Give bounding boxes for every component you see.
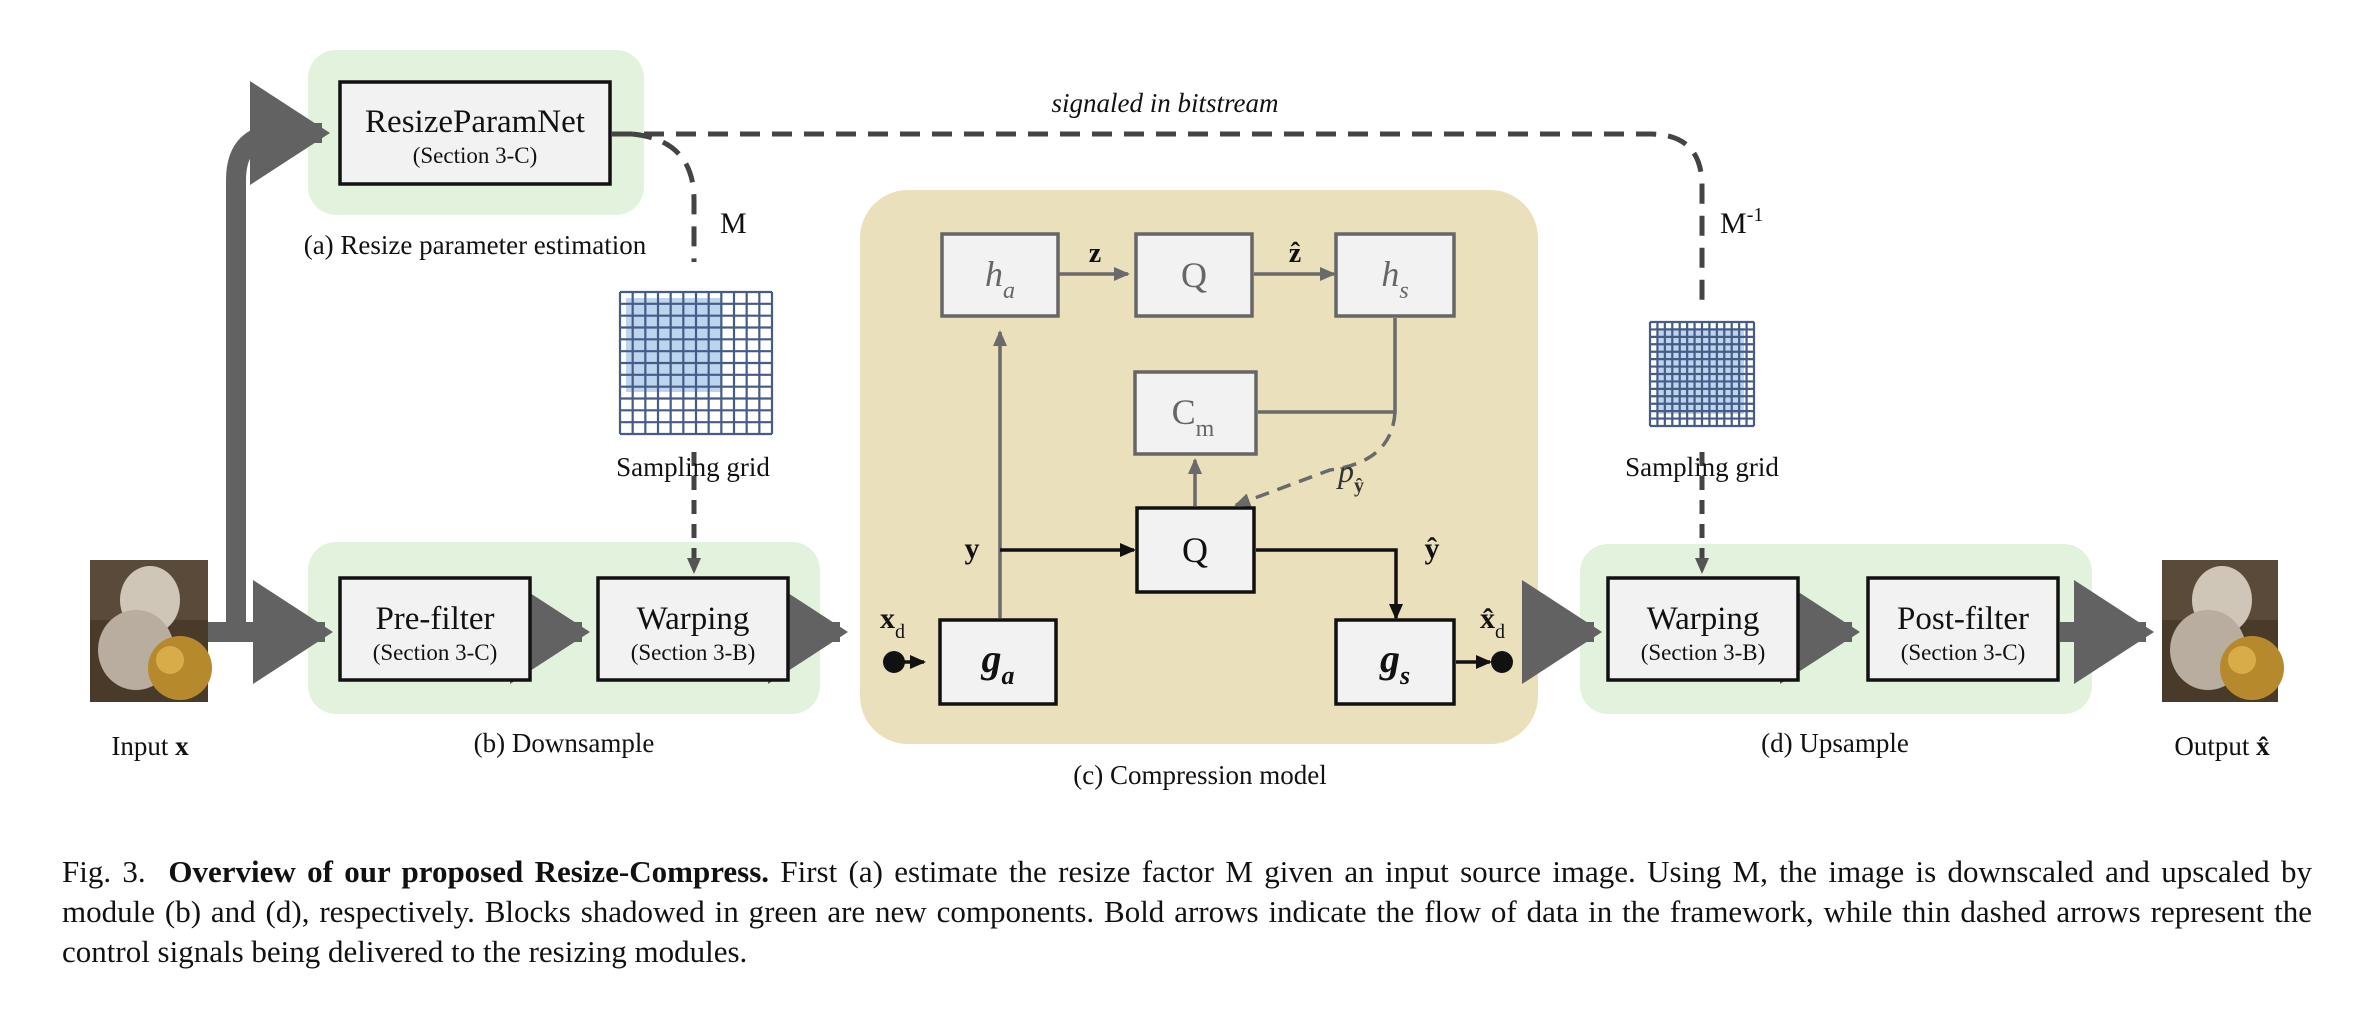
- q-top-block: Q: [1134, 232, 1254, 318]
- ga-label: ga: [981, 636, 1015, 690]
- postfilter-block: Post-filter (Section 3-C): [1866, 576, 2060, 682]
- resize-estimation-caption: (a) Resize parameter estimation: [304, 230, 647, 260]
- postfilter-title: Post-filter: [1897, 601, 2029, 637]
- diagram: ResizeParamNet (Section 3-C) Pre-filter …: [90, 50, 2284, 790]
- signal-bitstream-line: [612, 131, 1705, 310]
- thick-arrows: [208, 81, 2155, 684]
- ga-block: ga: [938, 618, 1058, 706]
- compression-gray-connectors: [993, 267, 1397, 618]
- arrow-input-to-resizeparamnet: [226, 81, 331, 632]
- gs-block: gs: [1334, 618, 1456, 706]
- caption-text: First (a) estimate the resize factor M g…: [62, 854, 2313, 969]
- prefilter-sub: (Section 3-C): [373, 640, 498, 665]
- xd-dot: [883, 651, 905, 673]
- warping-up-block: Warping (Section 3-B): [1606, 576, 1800, 682]
- hs-block: hs: [1334, 232, 1456, 318]
- output-image: [2162, 560, 2284, 702]
- signal-m-line: [631, 131, 697, 262]
- m-label: M: [720, 207, 747, 240]
- upsample-caption: (d) Upsample: [1761, 728, 1909, 758]
- xd-label: xd: [880, 602, 905, 643]
- sampling-grid-left: [618, 290, 774, 436]
- input-label: Input x: [111, 731, 189, 761]
- downsample-caption: (b) Downsample: [474, 728, 655, 758]
- dashed-signals: [612, 131, 1709, 574]
- caption-fig-number: Fig. 3.: [62, 854, 146, 889]
- resizeparamnet-block: ResizeParamNet (Section 3-C): [338, 80, 612, 186]
- xhatd-dot: [1491, 651, 1513, 673]
- y-label: y: [965, 532, 980, 565]
- z-label: z: [1089, 238, 1101, 269]
- q-top-label: Q: [1181, 255, 1207, 295]
- xhatd-label: x̂d: [1480, 602, 1505, 643]
- q-mid-block: Q: [1135, 506, 1256, 594]
- input-image: [90, 560, 212, 702]
- minv-label: M-1: [1720, 204, 1763, 240]
- postfilter-sub: (Section 3-C): [1901, 640, 2026, 665]
- figure-caption: Fig. 3. Overview of our proposed Resize-…: [62, 852, 2312, 972]
- sampling-grid-right-label: Sampling grid: [1625, 452, 1779, 482]
- warping-up-sub: (Section 3-B): [1641, 640, 1766, 665]
- output-label: Output x̂: [2174, 731, 2270, 761]
- warping-down-sub: (Section 3-B): [631, 640, 756, 665]
- cm-label: Cm: [1172, 392, 1215, 442]
- q-mid-label: Q: [1182, 530, 1208, 570]
- cm-block: Cm: [1133, 370, 1258, 456]
- warping-up-title: Warping: [1647, 601, 1760, 637]
- gs-label: gs: [1379, 636, 1410, 690]
- resizeparamnet-sub: (Section 3-C): [413, 143, 538, 168]
- prefilter-title: Pre-filter: [375, 601, 494, 637]
- prefilter-block: Pre-filter (Section 3-C): [338, 576, 532, 682]
- warping-down-title: Warping: [637, 601, 750, 637]
- ha-block: ha: [940, 232, 1060, 318]
- warping-down-block: Warping (Section 3-B): [596, 576, 790, 682]
- compression-caption: (c) Compression model: [1073, 760, 1326, 790]
- p-label: pŷ: [1336, 453, 1364, 497]
- sampling-grid-left-label: Sampling grid: [616, 452, 770, 482]
- sampling-grid-right: [1648, 320, 1756, 428]
- yhat-label: ŷ: [1425, 532, 1440, 565]
- hs-label: hs: [1381, 254, 1408, 304]
- zhat-label: ẑ: [1289, 238, 1301, 269]
- signaled-label: signaled in bitstream: [1052, 88, 1279, 118]
- caption-title: Overview of our proposed Resize-Compress…: [168, 854, 770, 889]
- ha-label: ha: [985, 254, 1015, 304]
- resizeparamnet-title: ResizeParamNet: [365, 104, 585, 140]
